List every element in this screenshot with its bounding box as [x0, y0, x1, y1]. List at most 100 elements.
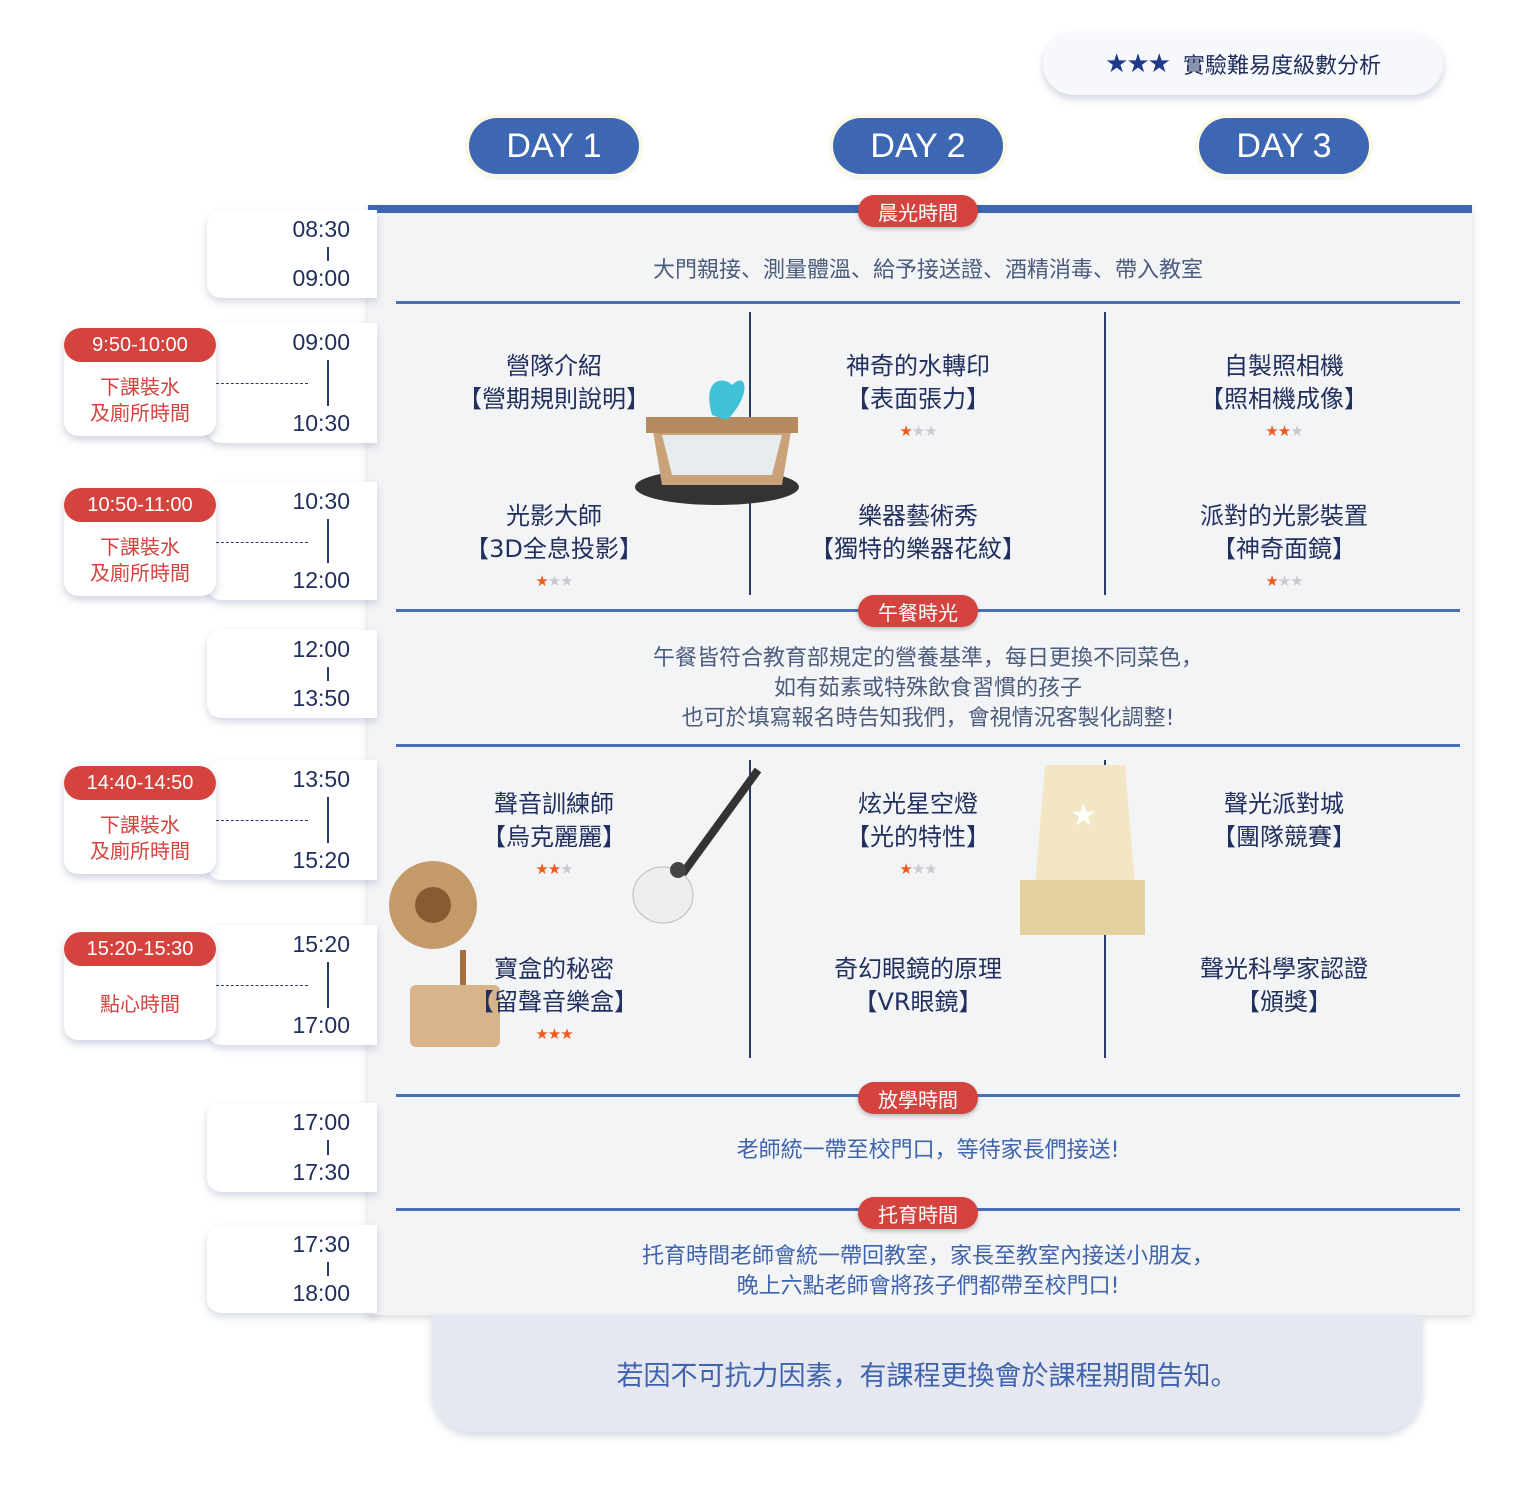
star-icon: ★ [535, 860, 548, 878]
star-icon: ★ [547, 1025, 561, 1043]
start-time: 17:00 [292, 1109, 350, 1135]
time-connector [327, 962, 329, 1008]
star-icon: ★ [924, 860, 937, 878]
difficulty-rating: ★★★ [504, 572, 604, 590]
activity-subtitle: 【3D全息投影】 [465, 535, 643, 563]
activity-subtitle: 【頒獎】 [1236, 988, 1332, 1016]
activity-subtitle: 【神奇面鏡】 [1212, 535, 1356, 563]
svg-text:★: ★ [1070, 798, 1097, 833]
activity-item: 聲光派對城【團隊競賽】 [1114, 788, 1454, 854]
divider [396, 301, 1460, 304]
time-slot-card: 17:30 18:00 [207, 1225, 377, 1313]
star-icon: ★ [911, 422, 925, 440]
activity-title: 聲音訓練師 [494, 790, 614, 818]
end-time: 12:00 [292, 567, 350, 593]
break-time: 14:40-14:50 [64, 766, 216, 800]
activity-item: 聲音訓練師【烏克麗麗】 [384, 788, 724, 854]
activity-subtitle: 【留聲音樂盒】 [470, 988, 638, 1016]
care-line: 托育時間老師會統一帶回教室，家長至教室內接送小朋友， [641, 1244, 1214, 1269]
start-time: 17:30 [292, 1231, 350, 1257]
activity-subtitle: 【烏克麗麗】 [482, 823, 626, 851]
column-divider [749, 760, 751, 1058]
break-connector [216, 985, 308, 986]
end-time: 10:30 [292, 410, 350, 436]
morning-text: 大門親接、測量體溫、給予接送證、酒精消毒、帶入教室 [652, 258, 1203, 283]
start-time: 15:20 [292, 931, 350, 957]
star-icon: ★ [535, 1025, 548, 1043]
dismissal-text: 老師統一帶至校門口，等待家長們接送! [736, 1138, 1120, 1163]
star-icon: ★★★ [1105, 49, 1171, 79]
time-connector [327, 1262, 329, 1276]
break-card: 15:20-15:30 點心時間 [64, 932, 216, 1040]
time-connector [327, 247, 329, 261]
start-time: 08:30 [292, 216, 350, 242]
schedule-panel [368, 205, 1472, 1315]
activity-item: 炫光星空燈【光的特性】 [748, 788, 1088, 854]
difficulty-rating: ★★★ [1234, 572, 1334, 590]
day-2-badge: DAY 2 [833, 118, 1003, 174]
lunch-text: 午餐皆符合教育部規定的營養基準，每日更換不同菜色， 如有茹素或特殊飲食習慣的孩子… [396, 644, 1460, 734]
activity-title: 光影大師 [506, 502, 602, 530]
activity-subtitle: 【獨特的樂器花紋】 [810, 535, 1026, 563]
column-divider [1104, 312, 1106, 595]
end-time: 09:00 [292, 265, 350, 291]
break-card: 14:40-14:50 下課裝水 及廁所時間 [64, 766, 216, 874]
break-label: 下課裝水 及廁所時間 [90, 813, 190, 863]
section-label-care: 托育時間 [858, 1197, 978, 1229]
activity-title: 寶盒的秘密 [494, 955, 614, 983]
break-time: 9:50-10:00 [64, 328, 216, 362]
activity-subtitle: 【VR眼鏡】 [853, 988, 983, 1016]
star-icon: ★ [560, 860, 573, 878]
activity-item: 自製照相機【照相機成像】 [1114, 350, 1454, 416]
star-icon: ★ [1265, 422, 1278, 440]
start-time: 13:50 [292, 766, 350, 792]
activity-subtitle: 【光的特性】 [846, 823, 990, 851]
activity-item: 寶盒的秘密【留聲音樂盒】 [384, 953, 724, 1019]
gramophone-image [389, 861, 500, 1047]
difficulty-rating: ★★★ [868, 422, 968, 440]
activity-subtitle: 【團隊競賽】 [1212, 823, 1356, 851]
activity-item: 樂器藝術秀【獨特的樂器花紋】 [748, 500, 1088, 566]
activity-title: 營隊介紹 [506, 352, 602, 380]
section-label-dismissal: 放學時間 [858, 1082, 978, 1114]
break-label: 下課裝水 及廁所時間 [90, 375, 190, 425]
activity-title: 聲光派對城 [1224, 790, 1344, 818]
star-icon: ★ [560, 572, 573, 590]
activity-item: 派對的光影裝置【神奇面鏡】 [1114, 500, 1454, 566]
star-icon: ★ [560, 1025, 573, 1043]
break-label: 點心時間 [100, 992, 180, 1016]
care-line: 晚上六點老師會將孩子們都帶至校門口! [736, 1274, 1120, 1299]
lunch-line: 也可於填寫報名時告知我們，會視情況客製化調整! [681, 706, 1175, 731]
time-connector [327, 667, 329, 681]
end-time: 18:00 [292, 1280, 350, 1306]
break-card: 9:50-10:00 下課裝水 及廁所時間 [64, 328, 216, 436]
activity-title: 聲光科學家認證 [1200, 955, 1368, 983]
day-3-badge: DAY 3 [1199, 118, 1369, 174]
star-icon: ★ [535, 572, 548, 590]
star-icon: ★ [547, 860, 561, 878]
star-icon: ★ [1265, 572, 1278, 590]
activity-title: 神奇的水轉印 [846, 352, 990, 380]
divider [396, 744, 1460, 747]
lunch-line: 如有茹素或特殊飲食習慣的孩子 [773, 676, 1082, 701]
star-icon: ★ [1277, 422, 1291, 440]
star-icon: ★ [899, 860, 912, 878]
star-icon: ★ [924, 422, 937, 440]
lunch-line: 午餐皆符合教育部規定的營養基準，每日更換不同菜色， [652, 646, 1203, 671]
section-label-morning: 晨光時間 [858, 195, 978, 227]
activity-title: 炫光星空燈 [858, 790, 978, 818]
time-connector [327, 797, 329, 843]
difficulty-rating: ★★★ [504, 860, 604, 878]
break-time: 15:20-15:30 [64, 932, 216, 966]
care-text: 托育時間老師會統一帶回教室，家長至教室內接送小朋友， 晚上六點老師會將孩子們都帶… [396, 1242, 1460, 1302]
activity-item: 聲光科學家認證【頒獎】 [1114, 953, 1454, 1019]
activity-item: 光影大師【3D全息投影】 [384, 500, 724, 566]
activity-item: 營隊介紹【營期規則說明】 [384, 350, 724, 416]
star-icon: ★ [1290, 422, 1303, 440]
activity-title: 派對的光影裝置 [1200, 502, 1368, 530]
time-slot-card: 08:30 09:00 [207, 210, 377, 298]
